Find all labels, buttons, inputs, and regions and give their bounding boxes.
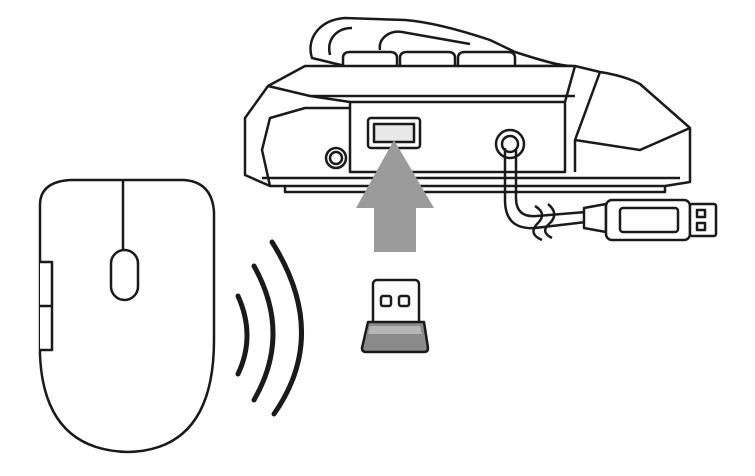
usb-cable [503, 148, 587, 242]
dock-side-panel [348, 100, 567, 174]
mouse-scroll-wheel [109, 248, 140, 302]
mouse-side-buttons [40, 260, 54, 352]
wireless-mouse-icon [38, 178, 216, 454]
dock-front-face [573, 71, 691, 172]
dock-base [262, 176, 680, 194]
mouse-body [38, 178, 216, 454]
dock-top-groove [327, 26, 471, 56]
receiver-hole-right [397, 294, 411, 308]
usb-nano-receiver-icon [360, 278, 430, 354]
wireless-signal-icon [235, 239, 304, 417]
signal-wave-3 [269, 239, 304, 417]
signal-wave-1 [235, 293, 250, 377]
usb-plug-inner [618, 206, 680, 234]
cable-inner [514, 150, 587, 218]
dock-body [243, 64, 692, 188]
receiver-hole-left [379, 294, 393, 308]
cable-break [532, 203, 556, 242]
dock-inner-line [260, 65, 577, 187]
dock-side-button-inner [328, 150, 344, 166]
insert-arrow-icon [356, 140, 434, 252]
usb-plug-hole-2 [695, 221, 707, 232]
keyboard-dock-icon [243, 16, 692, 194]
signal-wave-2 [251, 263, 276, 403]
usb-plug-icon [582, 198, 718, 242]
receiver-highlight [368, 326, 422, 334]
usb-plug-hole-1 [695, 208, 707, 219]
usb-plug-neck [582, 202, 608, 234]
dock-usb-port-inner [372, 122, 416, 144]
